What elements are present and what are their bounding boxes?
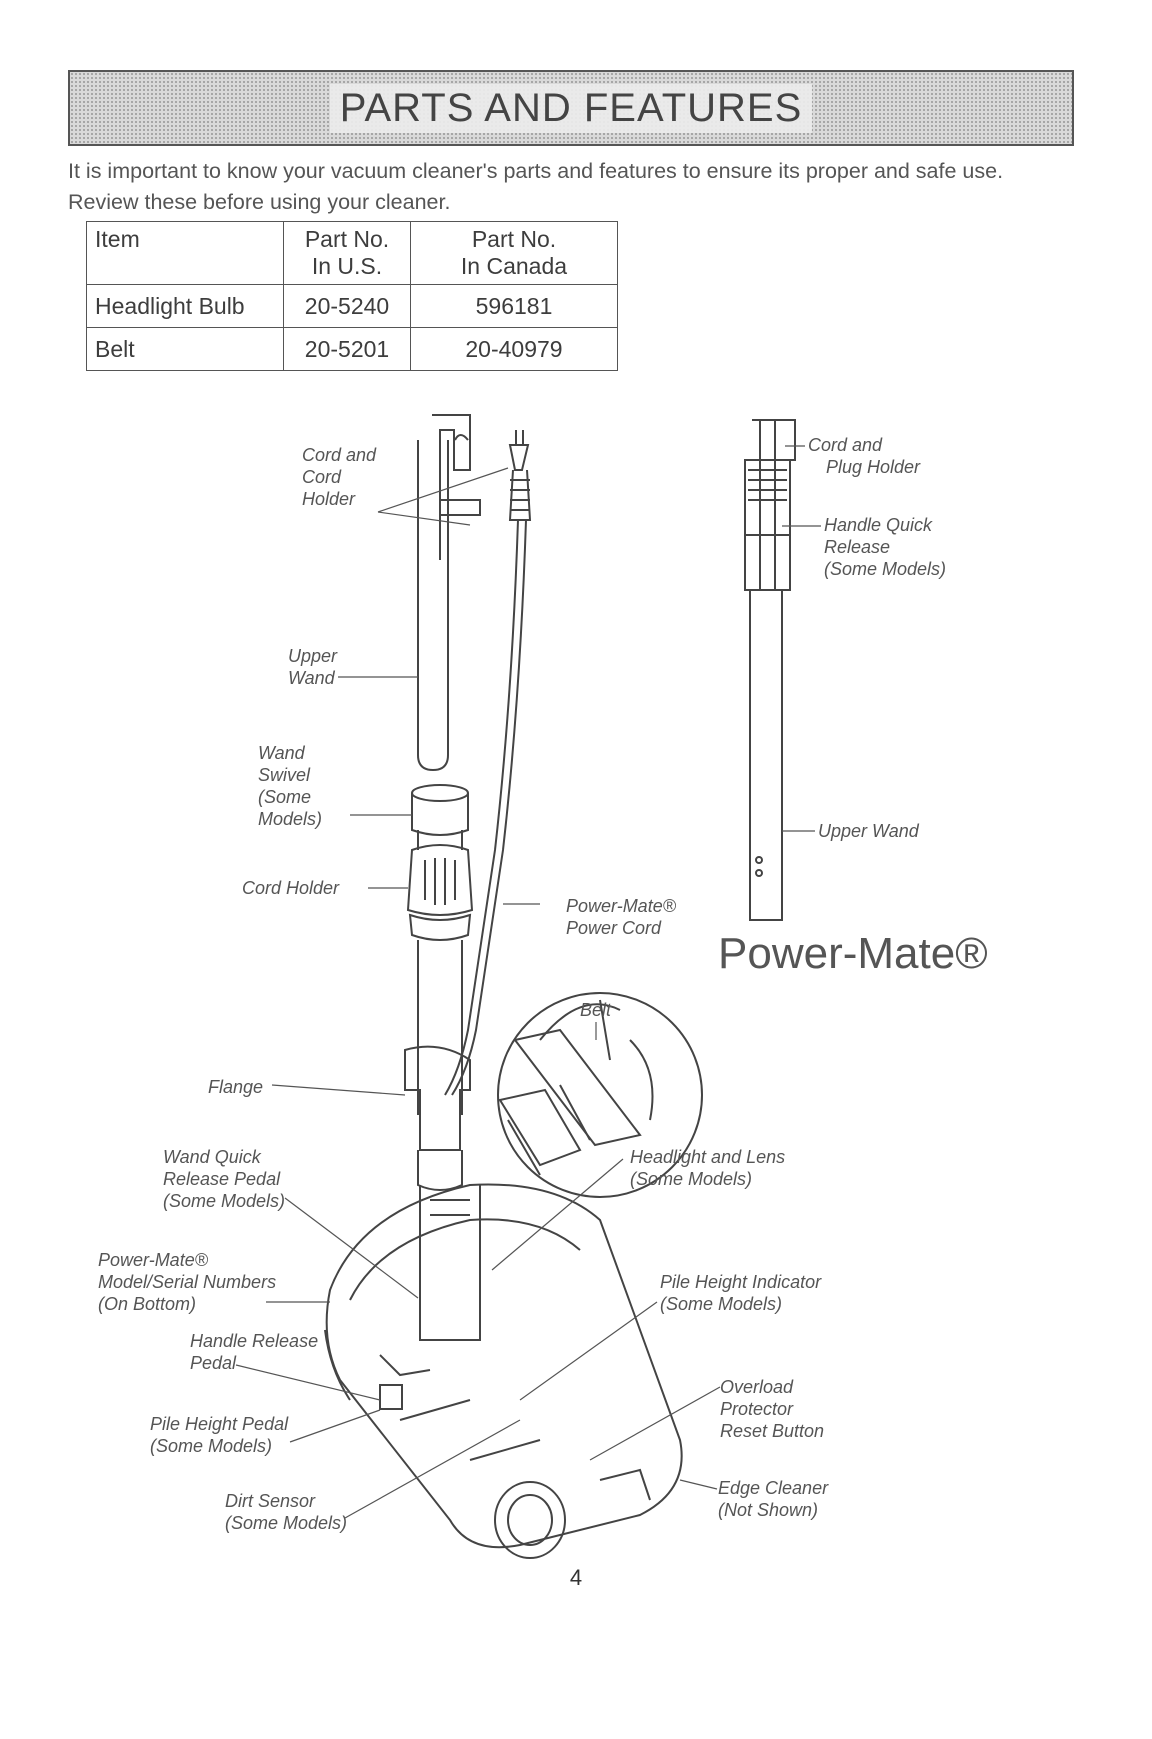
cell-item: Headlight Bulb [86, 284, 284, 328]
label-handle-quick-release-3: (Some Models) [824, 559, 946, 579]
label-overload-protector-1: Overload [720, 1377, 794, 1397]
label-cord-holder: Cord Holder [242, 878, 340, 898]
cell-part-us: 20-5240 [283, 284, 411, 328]
label-wand-swivel-3: (Some [258, 787, 311, 807]
label-upper-wand-1: Upper [288, 646, 338, 666]
section-banner: PARTS AND FEATURES [68, 70, 1074, 146]
label-power-cord-1: Power-Mate® [566, 896, 677, 916]
right-upper-wand-illustration [744, 419, 796, 921]
cell-part-us: 20-5201 [283, 327, 411, 371]
label-headlight-lens-2: (Some Models) [630, 1169, 752, 1189]
plug-illustration [508, 430, 532, 521]
label-handle-release-2: Pedal [190, 1353, 237, 1373]
label-model-serial-2: Model/Serial Numbers [98, 1272, 276, 1292]
column-header-item: Item [86, 221, 284, 285]
label-upper-wand-2: Wand [288, 668, 336, 688]
table-header-row: Item Part No. In U.S. Part No. In Canada [86, 221, 618, 285]
label-flange: Flange [208, 1077, 263, 1097]
cell-part-canada: 20-40979 [410, 327, 618, 371]
label-upper-wand-right: Upper Wand [818, 821, 920, 841]
column-header-part-canada: Part No. In Canada [410, 221, 618, 285]
label-power-cord-2: Power Cord [566, 918, 662, 938]
label-wand-quick-release-2: Release Pedal [163, 1169, 281, 1189]
label-pile-height-pedal-2: (Some Models) [150, 1436, 272, 1456]
label-pile-height-pedal-1: Pile Height Pedal [150, 1414, 289, 1434]
label-cord-plug-holder-1: Cord and [808, 435, 883, 455]
table-row: Headlight Bulb 20-5240 596181 [86, 284, 618, 328]
belt-closeup-illustration [497, 992, 703, 1198]
label-model-serial-1: Power-Mate® [98, 1250, 209, 1270]
label-pile-height-indicator-1: Pile Height Indicator [660, 1272, 822, 1292]
label-headlight-lens-1: Headlight and Lens [630, 1147, 785, 1167]
power-cord-illustration [444, 519, 519, 1096]
column-header-part-us: Part No. In U.S. [283, 221, 411, 285]
table-row: Belt 20-5201 20-40979 [86, 327, 618, 371]
label-pile-height-indicator-2: (Some Models) [660, 1294, 782, 1314]
vacuum-diagram: Cord and Cord Holder Upper Wand Wand Swi… [98, 414, 988, 1559]
label-handle-quick-release-1: Handle Quick [824, 515, 933, 535]
upper-wand-illustration [417, 414, 481, 772]
label-handle-quick-release-2: Release [824, 537, 890, 557]
label-cord-and-cord-holder-1: Cord and [302, 445, 377, 465]
wand-swivel-illustration [411, 784, 469, 850]
label-dirt-sensor-2: (Some Models) [225, 1513, 347, 1533]
label-handle-release-1: Handle Release [190, 1331, 318, 1351]
label-wand-quick-release-3: (Some Models) [163, 1191, 285, 1211]
flange-illustration [404, 1045, 471, 1191]
label-edge-cleaner-2: (Not Shown) [718, 1500, 818, 1520]
power-nozzle-illustration [324, 1183, 683, 1559]
label-dirt-sensor-1: Dirt Sensor [225, 1491, 316, 1511]
label-overload-protector-2: Protector [720, 1399, 794, 1419]
label-wand-swivel-2: Swivel [258, 765, 311, 785]
label-cord-plug-holder-2: Plug Holder [826, 457, 921, 477]
label-wand-quick-release-1: Wand Quick [163, 1147, 262, 1167]
cord-holder-illustration [406, 844, 474, 941]
cell-part-canada: 596181 [410, 284, 618, 328]
label-overload-protector-3: Reset Button [720, 1421, 824, 1441]
label-wand-swivel-4: Models) [258, 809, 322, 829]
cell-item: Belt [86, 327, 284, 371]
intro-paragraph: It is important to know your vacuum clea… [68, 159, 1004, 214]
label-model-serial-3: (On Bottom) [98, 1294, 196, 1314]
lower-wand-illustration [417, 940, 463, 1115]
label-wand-swivel-1: Wand [258, 743, 306, 763]
section-title: PARTS AND FEATURES [329, 83, 813, 133]
label-cord-and-cord-holder-2: Cord [302, 467, 342, 487]
label-belt: Belt [580, 1000, 612, 1020]
label-cord-and-cord-holder-3: Holder [302, 489, 356, 509]
brand-power-mate: Power-Mate® [718, 929, 988, 978]
page-number: 4 [569, 1565, 583, 1590]
parts-table: Item Part No. In U.S. Part No. In Canada… [86, 221, 618, 371]
label-edge-cleaner-1: Edge Cleaner [718, 1478, 829, 1498]
